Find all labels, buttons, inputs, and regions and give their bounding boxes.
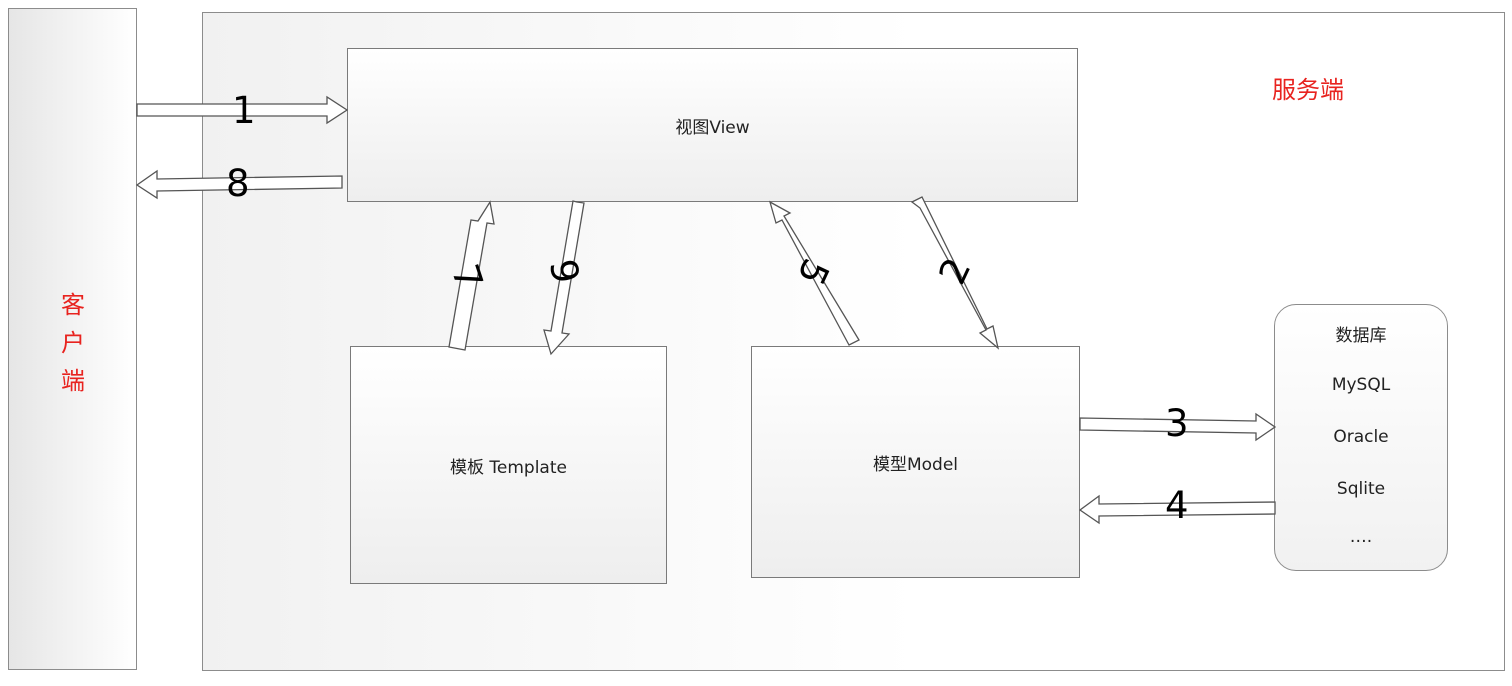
- step-number: 8: [226, 162, 250, 205]
- arrow-step-7: [448, 200, 495, 351]
- client-label-char: 户: [61, 329, 85, 357]
- step-number: 2: [931, 251, 980, 291]
- template-label: 模板 Template: [450, 457, 567, 478]
- model-label: 模型Model: [872, 454, 959, 475]
- client-label-char: 客: [61, 291, 85, 319]
- arrow-step-8: [135, 169, 343, 200]
- step-number: 5: [789, 252, 838, 292]
- database-item: ….: [1349, 527, 1373, 547]
- arrow-step-5: [768, 200, 860, 346]
- step-number: 3: [1165, 402, 1189, 445]
- view-box: 视图View: [347, 48, 1078, 202]
- view-label: 视图View: [675, 117, 750, 138]
- model-box: 模型Model: [751, 346, 1080, 578]
- step-number: 4: [1165, 484, 1189, 527]
- step-number: 1: [232, 89, 256, 132]
- arrow-step-2: [910, 196, 1000, 350]
- database-box: 数据库 MySQL Oracle Sqlite ….: [1274, 304, 1448, 571]
- template-box: 模板 Template: [350, 346, 667, 584]
- step-number: 6: [543, 256, 589, 287]
- client-label: 客 户 端: [58, 286, 88, 400]
- arrow-step-6: [543, 200, 585, 356]
- arrow-step-4: [1078, 494, 1276, 525]
- database-item: Oracle: [1333, 427, 1389, 447]
- server-label: 服务端: [1272, 76, 1344, 104]
- database-item: MySQL: [1331, 375, 1391, 395]
- arrow-step-3: [1079, 412, 1277, 442]
- arrow-step-1: [136, 95, 349, 125]
- database-title: 数据库: [1335, 326, 1387, 346]
- client-label-char: 端: [61, 367, 85, 395]
- client-panel: [8, 8, 137, 670]
- database-item: Sqlite: [1336, 479, 1386, 499]
